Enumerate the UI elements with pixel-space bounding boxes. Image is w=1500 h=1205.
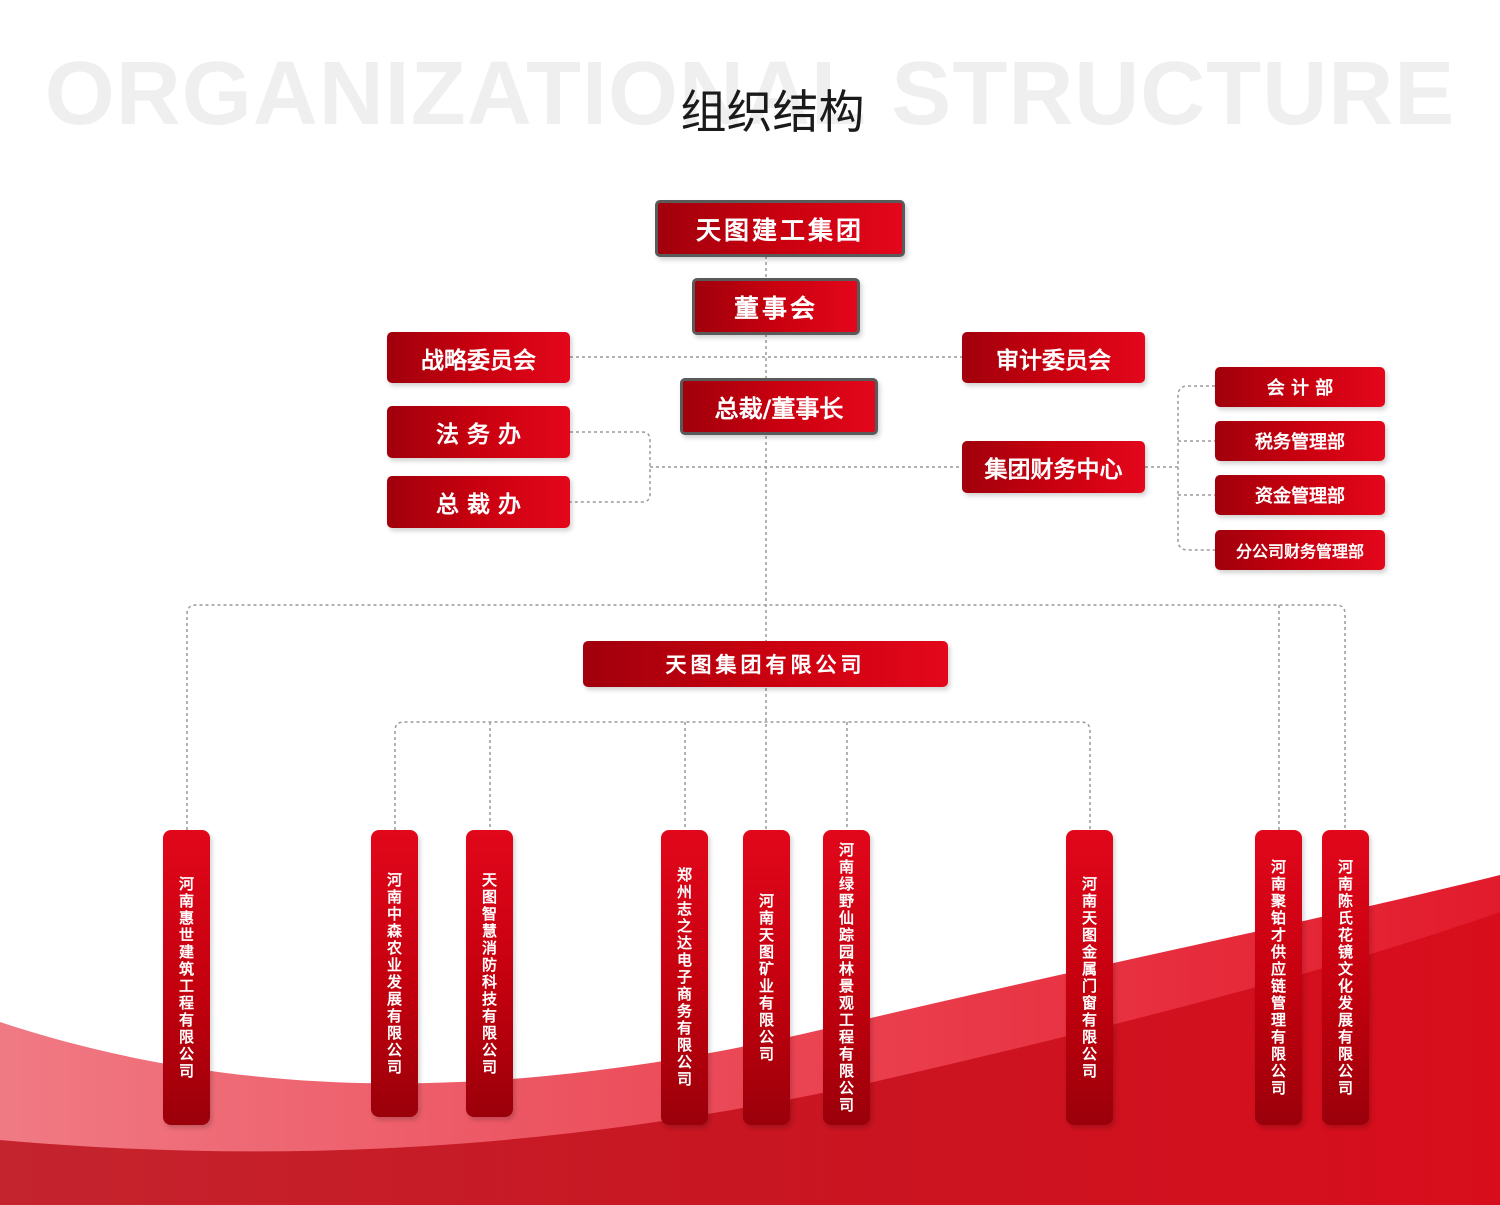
node-accounting-dept: 会 计 部 (1215, 367, 1385, 407)
subsidiary-box: 河南中森农业发展有限公司 (371, 830, 418, 1117)
node-company: 天图集团有限公司 (583, 641, 948, 687)
subsidiary-box: 河南绿野仙踪园林景观工程有限公司 (823, 830, 870, 1125)
node-president: 总裁/董事长 (680, 378, 878, 435)
node-funds-dept: 资金管理部 (1215, 475, 1385, 515)
node-board: 董事会 (692, 278, 860, 335)
subsidiary-name: 天图智慧消防科技有限公司 (481, 870, 497, 1076)
subsidiary-name: 河南陈氏花镜文化发展有限公司 (1337, 857, 1353, 1097)
node-branch-finance-dept: 分公司财务管理部 (1215, 530, 1385, 570)
subsidiary-name: 河南天图矿业有限公司 (758, 891, 774, 1063)
node-strategy-committee: 战略委员会 (387, 332, 570, 383)
node-tax-dept: 税务管理部 (1215, 421, 1385, 461)
subsidiary-box: 郑州志之达电子商务有限公司 (661, 830, 708, 1125)
subsidiary-name: 河南中森农业发展有限公司 (386, 870, 402, 1076)
node-finance-center: 集团财务中心 (962, 441, 1145, 493)
subsidiary-name: 河南聚铂才供应链管理有限公司 (1270, 857, 1286, 1097)
subsidiary-box: 河南惠世建筑工程有限公司 (163, 830, 210, 1125)
subsidiary-box: 河南天图金属门窗有限公司 (1066, 830, 1113, 1125)
watermark-heading: ORGANIZATIONAL STRUCTURE (44, 44, 1456, 144)
subsidiary-box: 河南聚铂才供应链管理有限公司 (1255, 830, 1302, 1125)
page-title: 组织结构 (680, 85, 865, 139)
subsidiary-box: 河南天图矿业有限公司 (743, 830, 790, 1125)
subsidiary-box: 天图智慧消防科技有限公司 (466, 830, 513, 1117)
node-audit-committee: 审计委员会 (962, 332, 1145, 383)
subsidiary-name: 河南绿野仙踪园林景观工程有限公司 (838, 840, 854, 1114)
subsidiary-name: 郑州志之达电子商务有限公司 (676, 866, 692, 1088)
node-legal-office: 法 务 办 (387, 406, 570, 458)
subsidiary-name: 河南天图金属门窗有限公司 (1081, 874, 1097, 1080)
subsidiary-name: 河南惠世建筑工程有限公司 (178, 874, 194, 1080)
node-group: 天图建工集团 (655, 200, 905, 257)
node-president-office: 总 裁 办 (387, 476, 570, 528)
subsidiary-box: 河南陈氏花镜文化发展有限公司 (1322, 830, 1369, 1125)
